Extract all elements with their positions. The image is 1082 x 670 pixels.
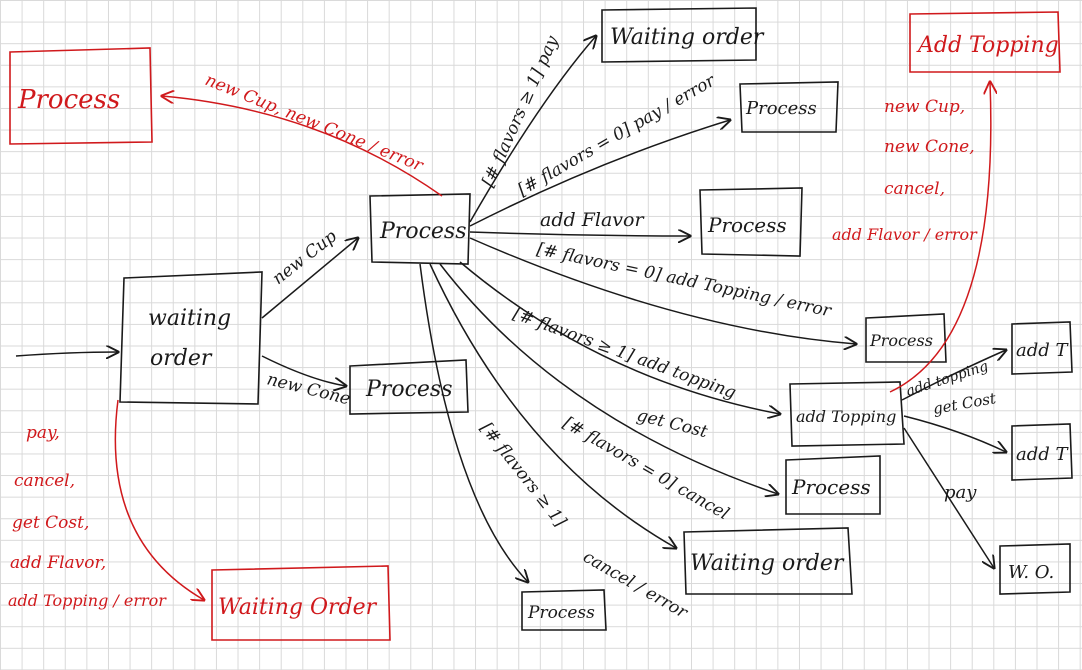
process-center-label: Process — [379, 219, 467, 244]
waiting-order-top-box — [601, 7, 757, 63]
edge-addtop-add-topping — [901, 350, 1006, 401]
process-flavors0-cancel-label: Process — [791, 475, 871, 499]
red-left-list-5: add Topping / error — [8, 591, 167, 610]
red-left-list-1: pay, — [26, 423, 60, 443]
process-addflavor-label: Process — [707, 213, 787, 237]
edge-addtop-get-cost — [903, 415, 1006, 452]
add-topping-red-label: Add Topping — [916, 33, 1059, 58]
label-new-cup: new Cup — [269, 226, 341, 289]
add-t-mid-box — [1011, 423, 1073, 481]
process-red-left-label: Process — [17, 85, 120, 115]
add-topping-red-box — [909, 11, 1061, 73]
process-bottom-box — [521, 589, 607, 631]
edge-red-to-add-topping — [889, 82, 991, 393]
label-flavors-ge1-bracket: [# flavors ≥ 1] — [476, 419, 570, 532]
process-flavors0-topping-box — [865, 313, 947, 363]
waiting-order-cancel-label: Waiting order — [690, 551, 845, 576]
edge-flavors0-pay — [469, 120, 730, 227]
label-flavors0-pay-error: [# flavors = 0] pay / error — [515, 70, 720, 200]
red-left-list-4: add Flavor, — [10, 553, 106, 573]
process-center-box — [369, 193, 471, 265]
add-t-top-label: add T — [1016, 340, 1069, 361]
process-flavors0-pay-box — [739, 81, 839, 133]
wo-small-label: W. O. — [1008, 562, 1054, 583]
edge-flavors-ge1-pay — [469, 36, 596, 223]
add-t-mid-label: add T — [1016, 444, 1069, 465]
process-flavors0-cancel-box — [785, 455, 881, 515]
edge-new-cone — [261, 355, 346, 386]
edge-flavors-ge1-addtopping — [459, 261, 780, 414]
process-red-left-box — [9, 47, 153, 145]
edge-red-to-process — [162, 96, 443, 197]
waiting-order-main-line2: order — [150, 346, 213, 371]
waiting-order-red-label: Waiting Order — [218, 595, 378, 620]
edge-add-flavor — [469, 232, 690, 236]
edge-flavors-ge1-bottom — [419, 263, 528, 582]
process-flavors0-topping-label: Process — [869, 331, 933, 350]
waiting-order-top-label: Waiting order — [610, 25, 765, 50]
label-addtop-get-cost: get Cost — [932, 389, 999, 418]
wo-small-box — [999, 543, 1071, 595]
red-top-list-2: new Cone, — [884, 137, 975, 157]
label-flavors0-addtopping-error: [# flavors = 0] add Topping / error — [535, 239, 834, 321]
waiting-order-main-line1: waiting — [148, 306, 231, 331]
label-add-flavor: add Flavor — [540, 209, 645, 231]
waiting-order-cancel-box — [683, 527, 853, 595]
process-addflavor-box — [699, 187, 803, 257]
edge-flavors0-addtopping — [469, 237, 856, 344]
red-left-list-3: get Cost, — [12, 513, 89, 533]
waiting-order-main-box — [119, 271, 263, 405]
edge-addtop-pay — [903, 427, 994, 568]
process-flavors0-pay-label: Process — [745, 98, 817, 119]
label-red-newcup-newcone-error: new Cup, new Cone / error — [202, 70, 426, 176]
edge-new-cup — [261, 238, 358, 319]
add-t-top-box — [1011, 321, 1073, 375]
edge-flavors0-cancel — [439, 263, 778, 494]
add-topping-label: add Topping — [796, 407, 896, 426]
red-left-list-2: cancel, — [14, 471, 75, 491]
process-bottom-label: Process — [527, 603, 595, 623]
red-top-list-4: add Flavor / error — [832, 225, 978, 244]
process-newcone-box — [349, 359, 469, 415]
edge-cancel-error — [429, 263, 676, 548]
red-top-list-1: new Cup, — [884, 97, 965, 117]
waiting-order-red-box — [211, 565, 391, 641]
add-topping-box — [789, 381, 905, 447]
edge-red-to-waiting-order — [114, 399, 204, 600]
label-cancel-error: cancel / error — [580, 547, 692, 623]
label-addtop-pay: pay — [944, 482, 977, 503]
initial-arrow — [15, 352, 118, 356]
red-top-list-3: cancel, — [884, 179, 945, 199]
process-newcone-label: Process — [365, 377, 453, 402]
